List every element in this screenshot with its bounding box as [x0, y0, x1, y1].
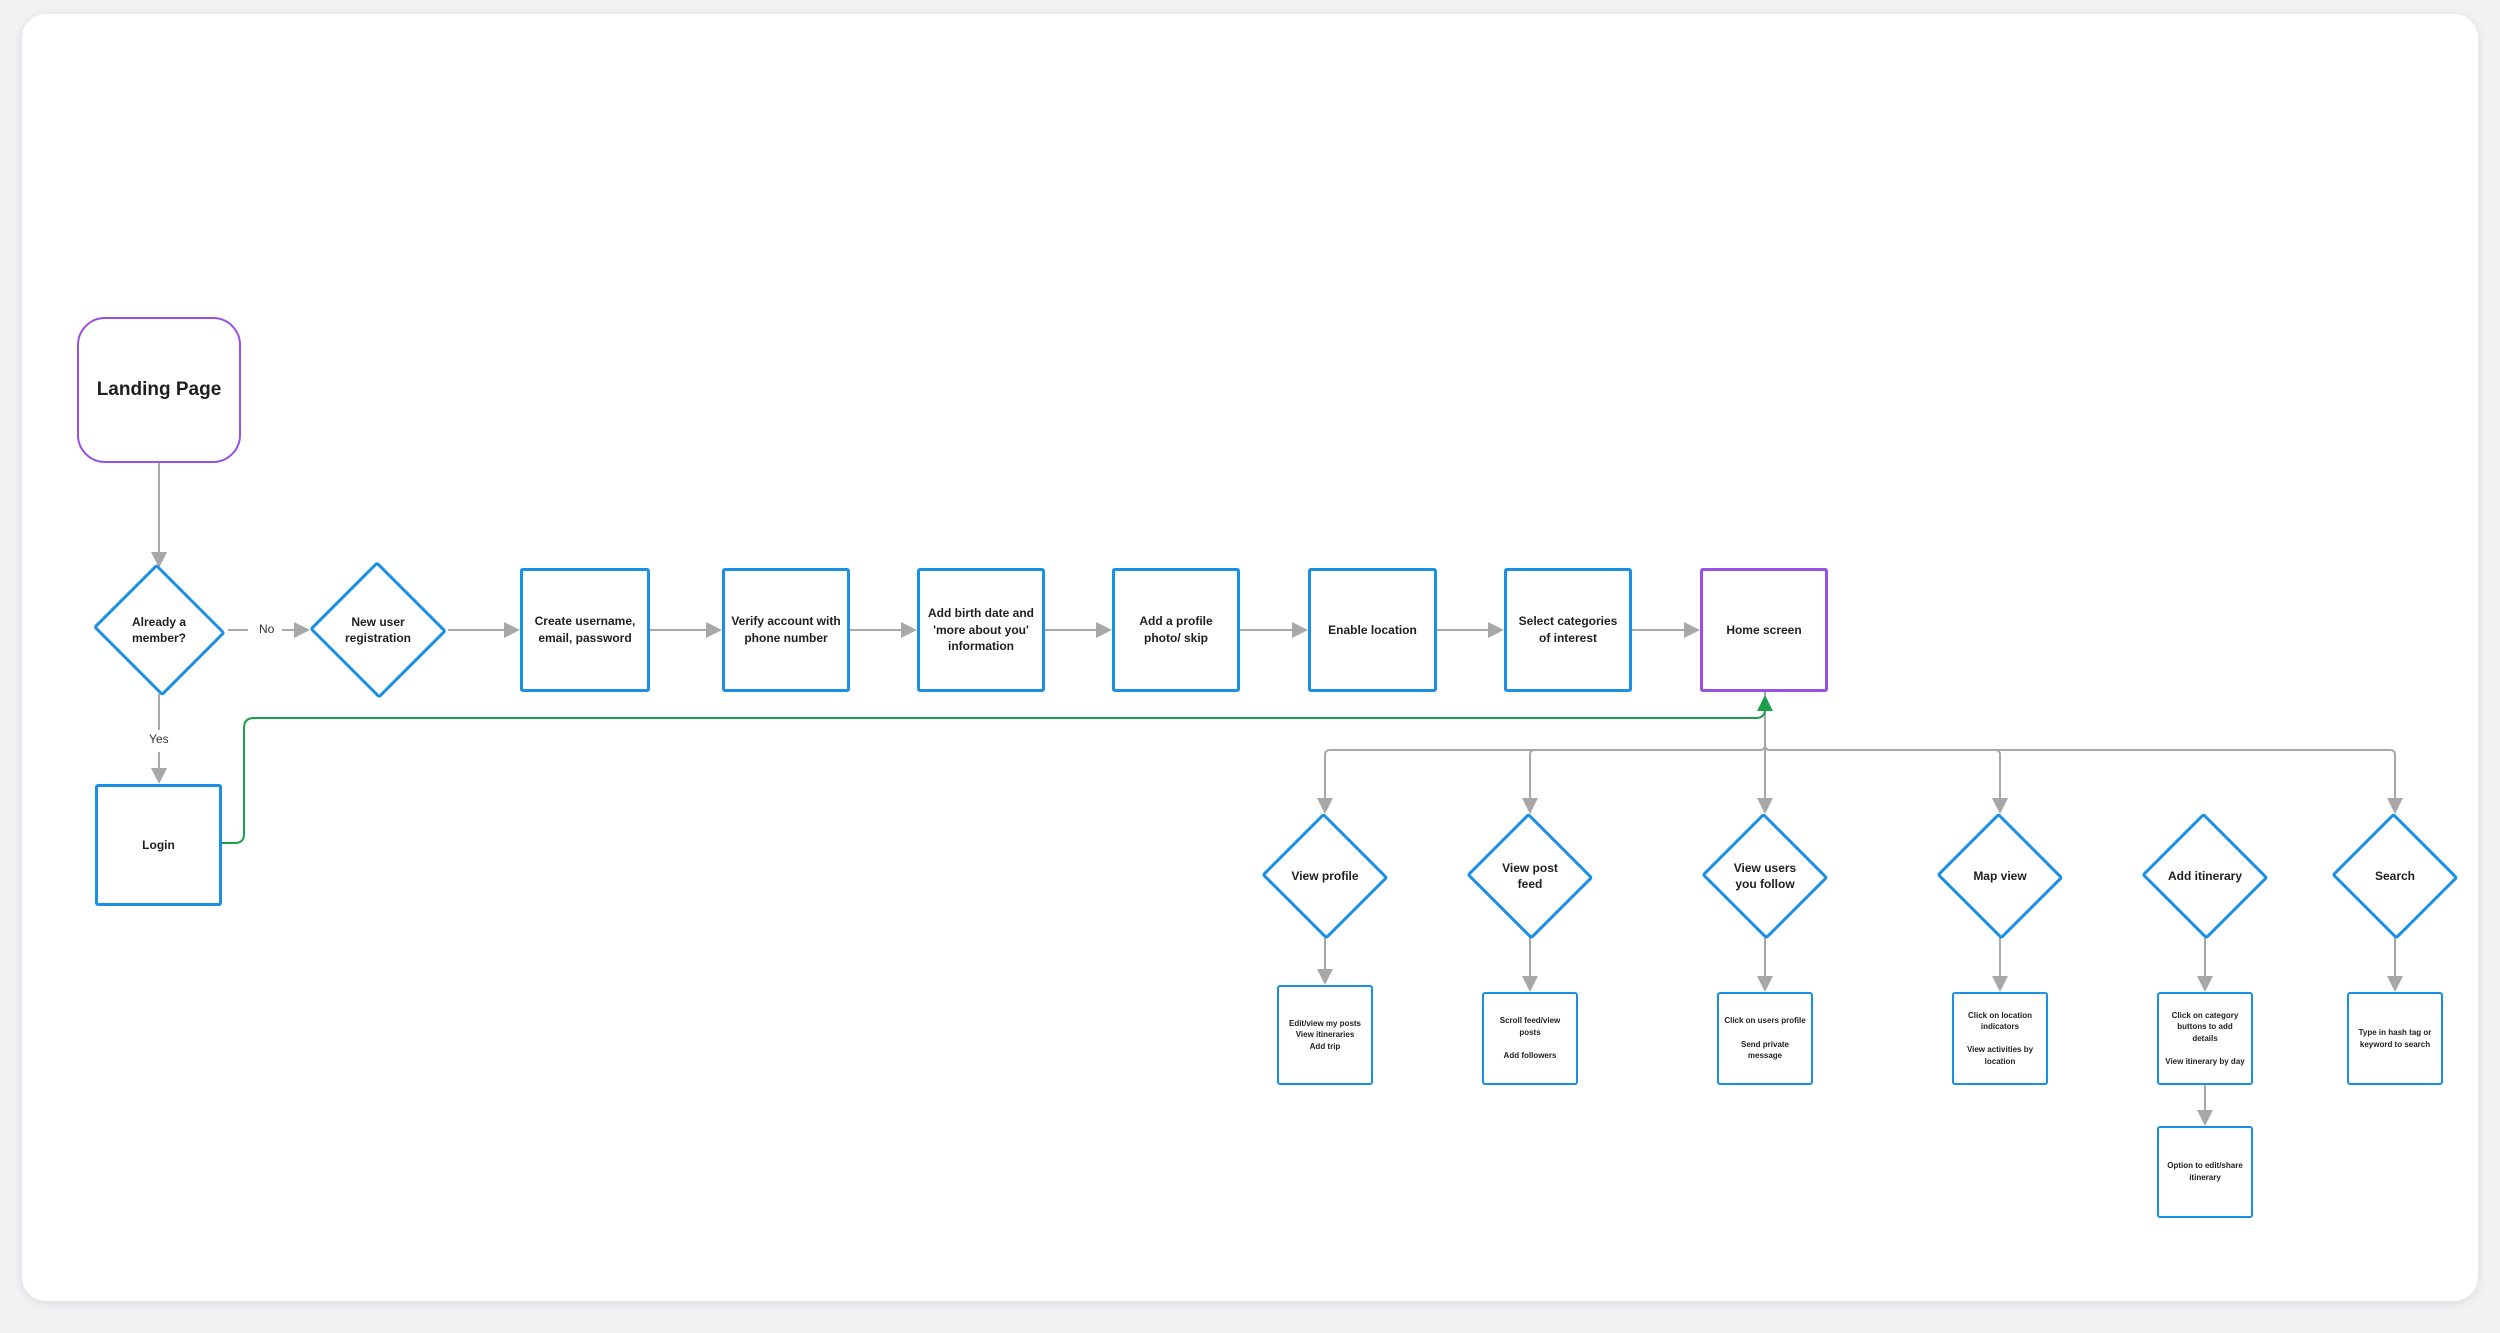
diagram-canvas [22, 14, 2478, 1301]
decision-already-member: Already a member? [90, 563, 228, 697]
edge-label-no: No [256, 622, 278, 636]
detail-view-post-feed-text: Scroll feed/view posts Add followers [1499, 1016, 1561, 1061]
branch-view-post-feed-label: View post feed [1502, 860, 1558, 891]
step-profile-photo: Add a profile photo/ skip [1112, 568, 1240, 692]
detail-map-view: Click on location indicators View activi… [1952, 992, 2048, 1085]
branch-view-profile: View profile [1260, 812, 1390, 940]
branch-view-users-follow: View users you follow [1700, 812, 1830, 940]
branch-map-view: Map view [1935, 812, 2065, 940]
decision-already-member-label: Already a member? [131, 614, 187, 645]
step-select-categories-label: Select categories of interest [1518, 614, 1618, 645]
step-select-categories: Select categories of interest [1504, 568, 1632, 692]
decision-new-user: New user registration [308, 561, 448, 699]
branch-view-profile-label: View profile [1291, 868, 1359, 883]
branch-view-users-follow-label: View users you follow [1733, 860, 1797, 891]
step-verify-phone: Verify account with phone number [722, 568, 850, 692]
login-node: Login [95, 784, 222, 906]
branch-search-label: Search [2374, 868, 2416, 883]
branch-search: Search [2330, 812, 2460, 940]
step-birth-date: Add birth date and 'more about you' info… [917, 568, 1045, 692]
home-screen-label: Home screen [1726, 622, 1802, 637]
detail-view-profile-text: Edit/view my posts View itineraries Add … [1288, 1018, 1362, 1051]
step-create-account: Create username, email, password [520, 568, 650, 692]
detail-view-users-follow-text: Click on users profile Send private mess… [1724, 1016, 1806, 1061]
login-label: Login [142, 837, 175, 852]
detail-map-view-text: Click on location indicators View activi… [1966, 1010, 2034, 1066]
new-user-label: New user registration [344, 614, 411, 645]
branch-map-view-label: Map view [1973, 868, 2027, 883]
detail-edit-share-itinerary-text: Option to edit/share itinerary [2167, 1161, 2243, 1182]
branch-view-post-feed: View post feed [1465, 812, 1595, 940]
step-enable-location: Enable location [1308, 568, 1437, 692]
home-screen-node: Home screen [1700, 568, 1828, 692]
step-create-account-label: Create username, email, password [534, 614, 636, 645]
detail-search-text: Type in hash tag or keyword to search [2358, 1027, 2432, 1049]
step-birth-date-label: Add birth date and 'more about you' info… [928, 605, 1034, 654]
step-profile-photo-label: Add a profile photo/ skip [1139, 614, 1213, 645]
step-enable-location-label: Enable location [1328, 622, 1417, 637]
detail-add-itinerary: Click on category buttons to add details… [2157, 992, 2253, 1085]
detail-view-profile: Edit/view my posts View itineraries Add … [1277, 985, 1373, 1085]
detail-view-post-feed: Scroll feed/view posts Add followers [1482, 992, 1578, 1085]
landing-page-node: Landing Page [77, 317, 241, 463]
detail-edit-share-itinerary: Option to edit/share itinerary [2157, 1126, 2253, 1218]
detail-add-itinerary-text: Click on category buttons to add details… [2165, 1010, 2245, 1066]
step-verify-phone-label: Verify account with phone number [731, 614, 841, 645]
branch-add-itinerary: Add itinerary [2140, 812, 2270, 940]
detail-view-users-follow: Click on users profile Send private mess… [1717, 992, 1813, 1085]
branch-add-itinerary-label: Add itinerary [2167, 868, 2242, 883]
landing-page-label: Landing Page [96, 379, 222, 400]
edge-label-yes: Yes [146, 732, 172, 746]
detail-search: Type in hash tag or keyword to search [2347, 992, 2443, 1085]
